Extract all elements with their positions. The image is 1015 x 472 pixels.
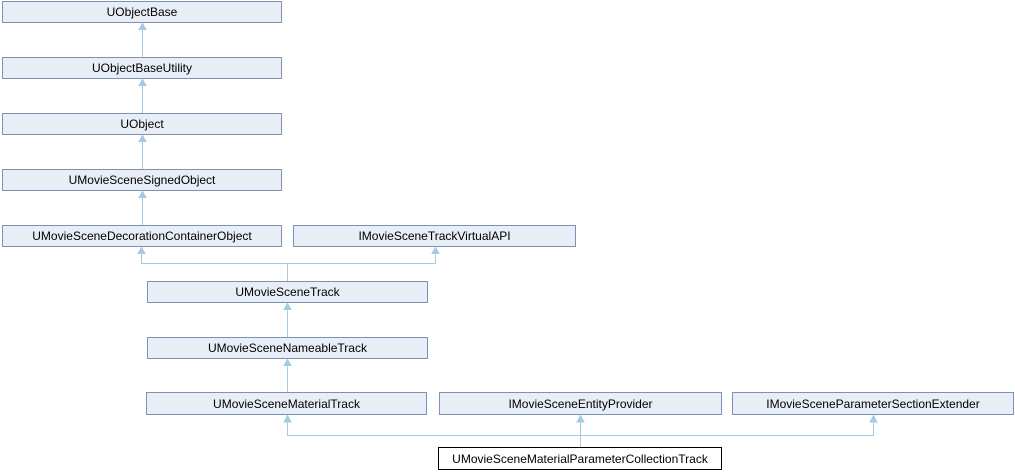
class-node-umoviescenesignedobject[interactable]: UMovieSceneSignedObject [2,169,282,191]
edge-umoviescenematerialparametercollectiontrack-to-parents [283,414,878,447]
class-node-umoviescenedecorationcontainerobject[interactable]: UMovieSceneDecorationContainerObject [2,225,282,247]
edge-uobject-to-uobjectbaseutility [138,78,147,113]
edge-umoviescenenameabletrack-to-umoviescenetrack [283,302,292,337]
class-node-umoviescenematerialparametercollectiontrack-current: UMovieSceneMaterialParameterCollectionTr… [438,447,722,470]
edge-umoviescenesignedobject-to-uobject [138,134,147,169]
class-node-uobjectbaseutility[interactable]: UObjectBaseUtility [2,57,282,79]
class-node-uobjectbase[interactable]: UObjectBase [2,1,282,23]
class-node-uobject[interactable]: UObject [2,113,282,135]
edge-umoviescenetrack-to-parents [137,246,440,281]
edge-uobjectbaseutility-to-uobjectbase [138,22,147,57]
edge-umoviescenedecorationcontainerobject-to-umoviescenesignedobject [138,190,147,225]
class-node-imoviescenetrackvirtualapi[interactable]: IMovieSceneTrackVirtualAPI [293,225,576,247]
class-node-umoviescenetrack[interactable]: UMovieSceneTrack [147,281,428,303]
class-node-imoviesceneparametersectionextender[interactable]: IMovieSceneParameterSectionExtender [732,392,1014,415]
class-node-umoviescenenameabletrack[interactable]: UMovieSceneNameableTrack [147,337,428,359]
class-node-imoviesceneentityprovider[interactable]: IMovieSceneEntityProvider [439,392,722,415]
class-node-umoviescenematerialtrack[interactable]: UMovieSceneMaterialTrack [146,392,427,415]
edge-umoviescenematerialtrack-to-umoviescenenameabletrack [283,358,292,392]
